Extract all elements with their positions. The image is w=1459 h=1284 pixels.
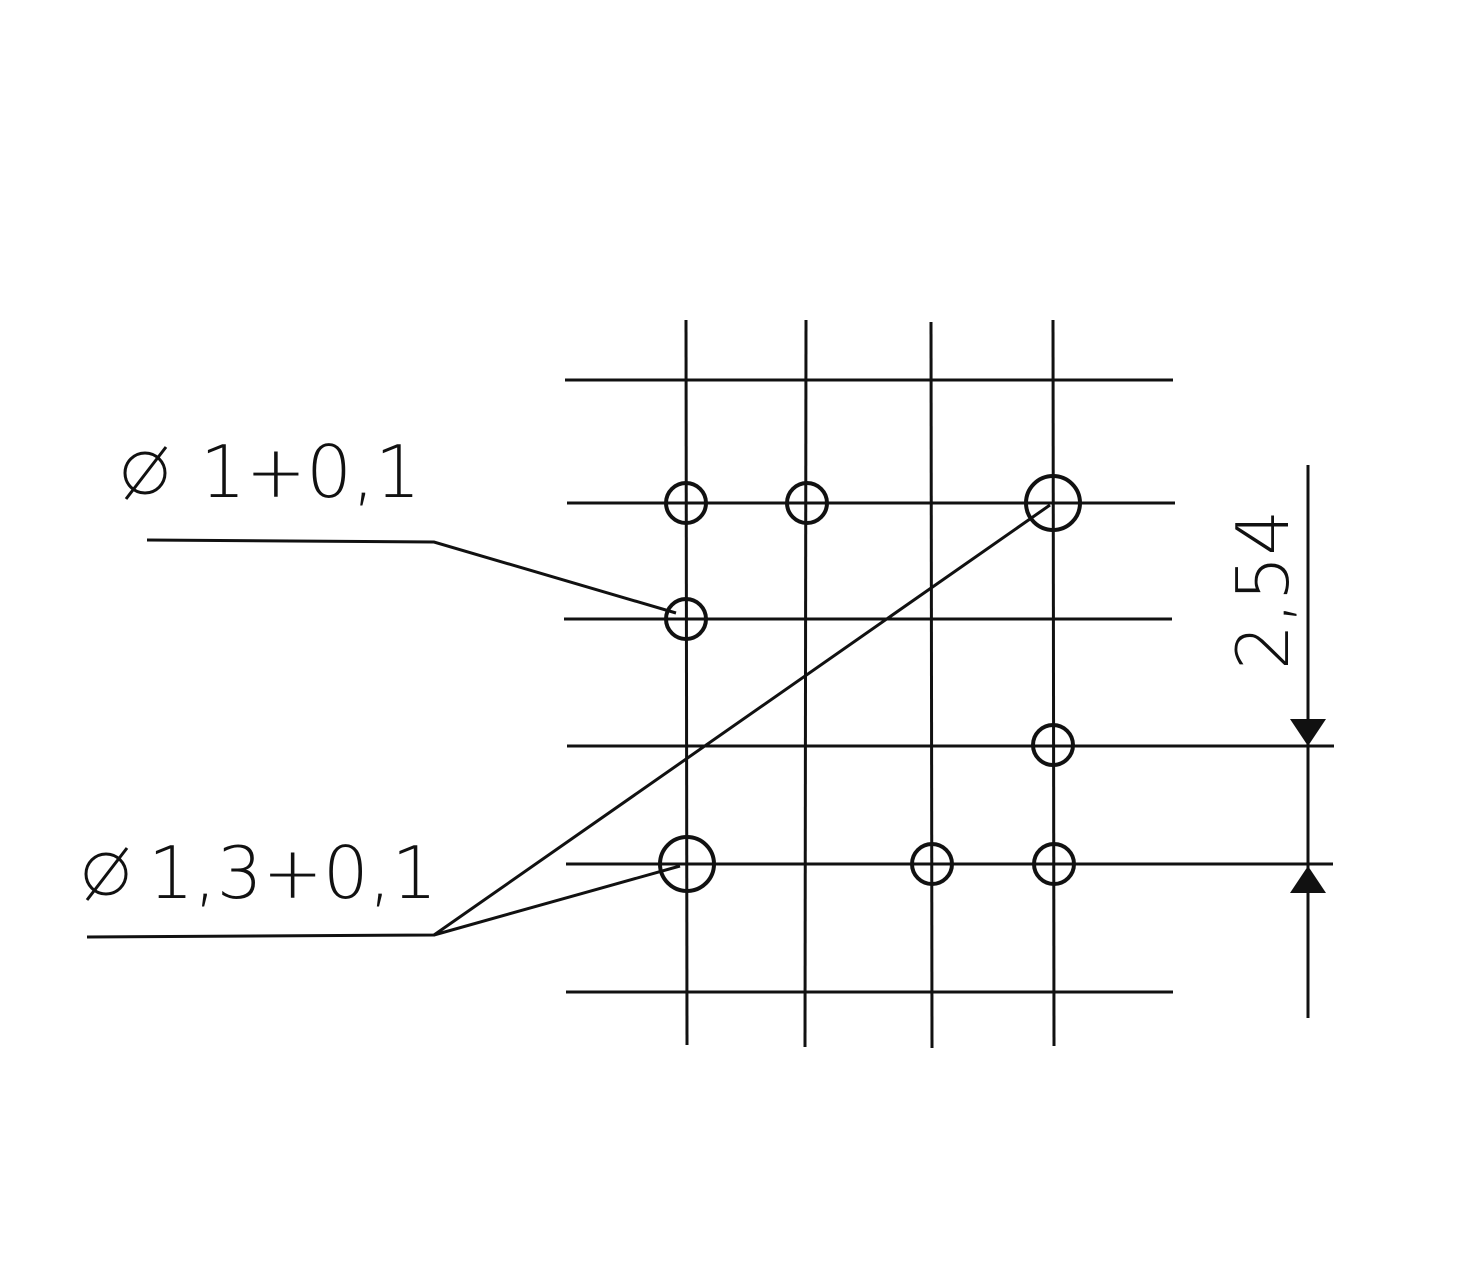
diameter-symbol-circle	[123, 451, 167, 495]
small-hole	[785, 481, 829, 525]
dimension-arrow-up	[1290, 866, 1326, 893]
diameter-symbol-circle	[84, 852, 128, 896]
small-hole-diameter-label: 1+0,1	[200, 430, 421, 514]
large-hole-leader	[86, 503, 1051, 939]
diameter-symbol-slash	[124, 446, 168, 500]
grid-line-vertical-1	[684, 319, 689, 1046]
grid-line-vertical-2	[803, 319, 808, 1048]
diameter-symbol-icon	[84, 847, 129, 901]
leader-line	[146, 538, 677, 615]
grid-line-vertical-3	[929, 321, 934, 1049]
small-hole-leader	[146, 538, 677, 615]
vertical-grid-lines	[684, 319, 1056, 1049]
grid-line-vertical-4	[1051, 319, 1056, 1047]
diameter-symbol-icon	[123, 446, 168, 500]
small-hole	[1032, 842, 1076, 886]
grid-pitch-label: 2,54	[1221, 510, 1305, 670]
small-hole	[664, 481, 708, 525]
leader-line	[433, 864, 681, 937]
dimension-arrow-down	[1290, 719, 1326, 746]
diameter-symbol-slash	[85, 847, 129, 901]
holes	[658, 474, 1082, 893]
horizontal-grid-lines	[564, 378, 1334, 994]
large-hole	[658, 835, 716, 893]
pitch-dimension	[1290, 465, 1326, 1018]
small-hole	[1031, 723, 1075, 767]
small-hole	[664, 597, 708, 641]
small-hole	[910, 842, 954, 886]
large-hole-diameter-label: 1,3+0,1	[148, 831, 437, 915]
large-hole	[1024, 474, 1082, 532]
